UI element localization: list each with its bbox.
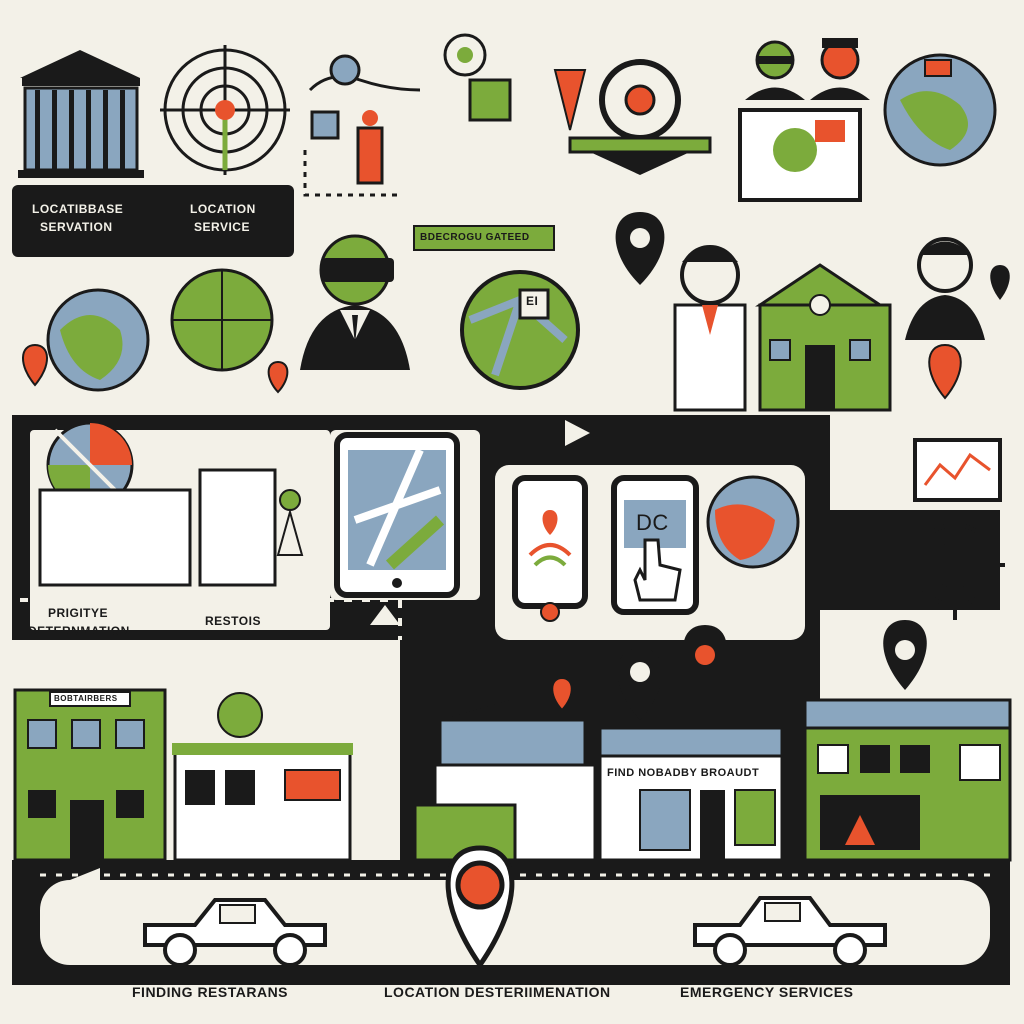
screen-dc-text: DC xyxy=(636,510,669,535)
map-tag-text: EI xyxy=(526,294,539,308)
label-emergency-services: EMERGENCY SERVICES xyxy=(680,984,854,1000)
courthouse-icon xyxy=(413,700,597,862)
storefront-icon xyxy=(755,263,892,412)
chart-monitor-icon xyxy=(738,108,862,202)
radar-target-icon xyxy=(170,268,274,372)
label-determination: DETERNMATION xyxy=(28,624,130,638)
map-pin-icon xyxy=(615,212,665,285)
storefront-icon xyxy=(13,688,167,862)
courthouse-icon xyxy=(18,50,144,178)
map-pin-icon xyxy=(928,265,1010,400)
arrow-icon xyxy=(70,420,655,922)
label-box-top-left xyxy=(12,185,294,257)
label-positive: PRIGITYE xyxy=(48,606,109,620)
map-panel xyxy=(198,468,277,587)
person-vr-icon xyxy=(300,234,410,370)
globe-map-icon xyxy=(46,288,150,392)
green-banner xyxy=(413,225,555,251)
map-pin-icon xyxy=(551,620,927,720)
chart-monitor-icon xyxy=(913,438,1002,502)
label-finding-restaurants: FINDING RESTARANS xyxy=(132,984,289,1000)
storefront-icon xyxy=(598,726,784,862)
label-location: LOCATION xyxy=(190,202,256,216)
store-sign-text: FIND NOBADBY BROAUDT xyxy=(607,767,760,779)
storefront-icon xyxy=(172,692,353,862)
smartphone-icon xyxy=(512,475,588,622)
car-icon xyxy=(693,896,887,967)
person-icon xyxy=(276,489,304,556)
label-location-determination: LOCATION DESTERIIMENATION xyxy=(384,984,611,1000)
label-servation: SERVATION xyxy=(40,220,113,234)
globe-map-icon xyxy=(706,475,800,569)
building-sign-text: BOBTAIRBERS xyxy=(54,694,118,703)
camera-icon xyxy=(553,59,712,175)
label-restois: RESTOIS xyxy=(205,614,261,628)
map-pin-icon xyxy=(22,343,289,394)
map-panel xyxy=(38,488,192,587)
person-icon xyxy=(745,38,870,100)
crosshair-icon xyxy=(905,515,1005,620)
hand-touch-icon xyxy=(633,538,682,602)
globe-map-icon xyxy=(883,53,997,167)
green-banner-text: BDECROGU GATEED xyxy=(420,232,530,243)
label-service: SERVICE xyxy=(194,220,250,234)
label-locationbase: LOCATIBBASE xyxy=(32,202,124,216)
network-person-icon xyxy=(303,33,512,197)
car-icon xyxy=(143,898,327,967)
tablet-map-icon xyxy=(334,432,460,598)
person-icon xyxy=(673,237,985,412)
globe-map-icon xyxy=(460,270,580,390)
storefront-icon xyxy=(803,698,1012,862)
map-pin-icon xyxy=(445,845,515,970)
